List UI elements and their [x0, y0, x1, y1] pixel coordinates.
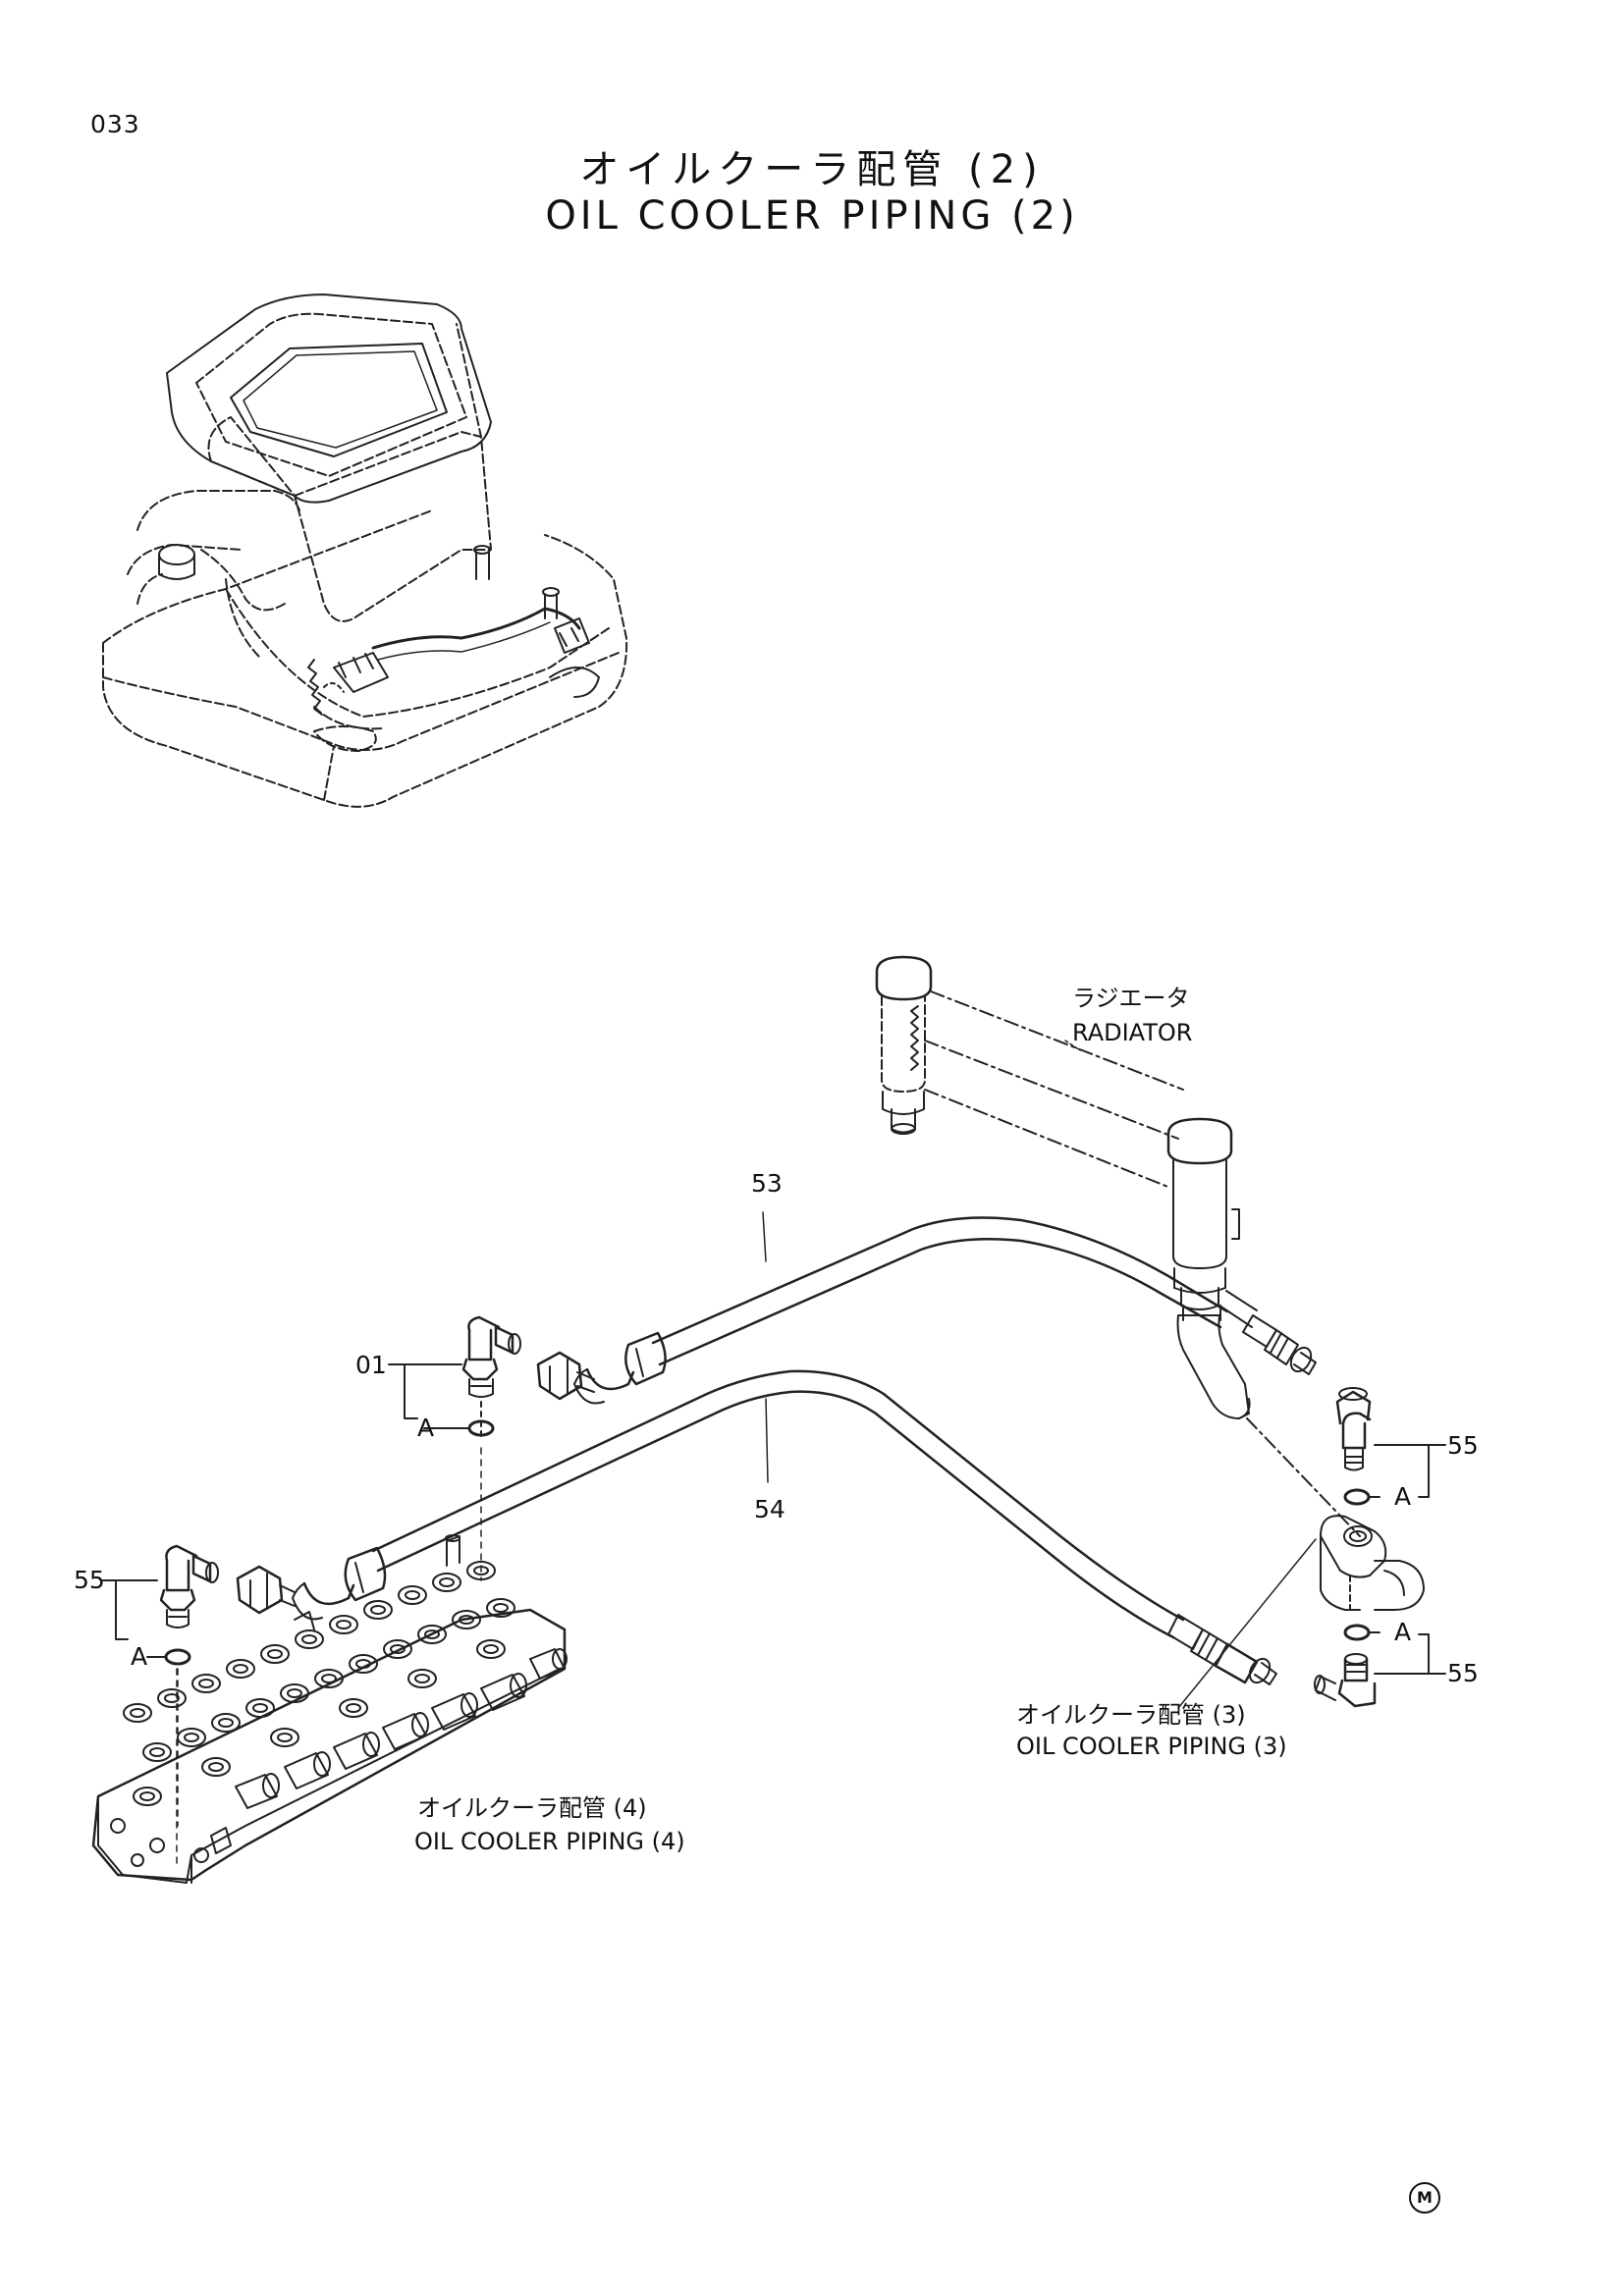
callout-a-right-bottom: A	[1394, 1618, 1412, 1646]
piping3-label-jp: オイルクーラ配管 (3)	[1016, 1701, 1246, 1729]
page-title-jp: オイルクーラ配管 (2)	[579, 147, 1045, 192]
part-number-54: 54	[754, 1495, 785, 1523]
part-55-left-leader	[102, 1579, 167, 1658]
part-55-right-top-elbow-fitting	[1335, 1387, 1372, 1506]
part-number-01: 01	[355, 1351, 387, 1379]
piping4-label-en: OIL COOLER PIPING (4)	[414, 1828, 685, 1855]
part-number-55-left: 55	[74, 1566, 105, 1594]
callout-a-upper: A	[417, 1414, 435, 1442]
m-mark: M	[1409, 2182, 1440, 2214]
radiator-label-jp: ラジエータ	[1072, 985, 1190, 1012]
piping4-label-jp: オイルクーラ配管 (4)	[417, 1794, 647, 1822]
oil-cooler-piping-3-illustration	[1177, 1515, 1425, 1709]
part-number-55-right-top: 55	[1447, 1431, 1479, 1460]
machine-overview-illustration	[102, 294, 628, 808]
part-55-right-leader	[1368, 1444, 1446, 1675]
part-54-leader	[765, 1398, 769, 1483]
part-number-55-right-bottom: 55	[1447, 1659, 1479, 1687]
radiator-leader	[1064, 1040, 1081, 1051]
part-01-leader	[388, 1363, 470, 1429]
part-number-53: 53	[751, 1169, 783, 1198]
pipe-54	[236, 1369, 1277, 1685]
pipe-53	[536, 1216, 1229, 1405]
page-number: 033	[90, 110, 140, 138]
part-53-leader	[762, 1211, 767, 1262]
piping3-label-en: OIL COOLER PIPING (3)	[1016, 1733, 1287, 1760]
control-valve-illustration	[91, 1534, 568, 1884]
page-title-en: OIL COOLER PIPING (2)	[545, 193, 1079, 239]
callout-a-right-top: A	[1394, 1482, 1412, 1511]
part-01-elbow-fitting	[461, 1315, 521, 1581]
radiator-illustration	[875, 955, 1361, 1537]
radiator-label-en: RADIATOR	[1072, 1019, 1193, 1046]
part-55-right-bottom-elbow-fitting	[1314, 1624, 1377, 1708]
callout-a-left: A	[131, 1642, 148, 1671]
